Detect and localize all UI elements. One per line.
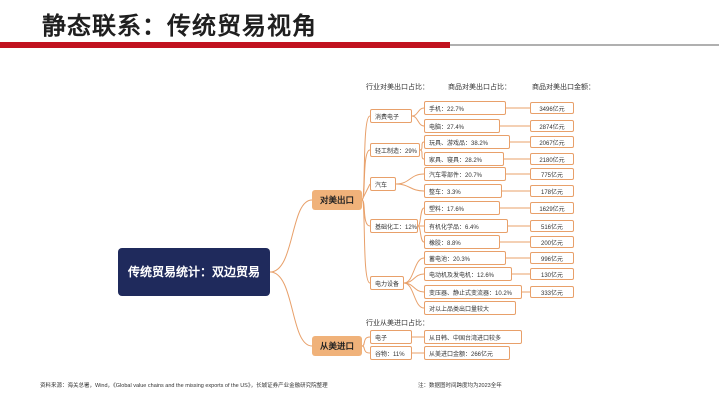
value-cell: 3496亿元 (530, 102, 574, 114)
import-electronics-note: 从日韩、中国台湾进口较多 (424, 330, 522, 344)
industry-electronics: 消费电子 (370, 109, 412, 123)
product-item: 有机化学品：6.4% (424, 219, 508, 233)
industry-auto: 汽车 (370, 177, 396, 191)
value-cell: 130亿元 (530, 268, 574, 280)
product-item: 家具、寝具：28.2% (424, 152, 504, 166)
header-product-share: 商品对美出口占比： (448, 84, 511, 91)
value-cell: 333亿元 (530, 286, 574, 298)
export-branch: 对美出口 (312, 190, 362, 210)
import-grain-note: 从美进口金额：266亿元 (424, 346, 510, 360)
value-cell: 2067亿元 (530, 136, 574, 148)
product-item: 电脑：27.4% (424, 119, 500, 133)
value-cell: 2874亿元 (530, 120, 574, 132)
import-electronics: 电子 (370, 330, 412, 344)
product-item: 变压器、静止式变流器：10.2% (424, 285, 522, 299)
product-item: 汽车零部件：20.7% (424, 167, 506, 181)
footer-source: 资料来源：海关总署，Wind，《Global value chains and … (40, 383, 328, 389)
value-cell: 996亿元 (530, 252, 574, 264)
title-underline (0, 42, 719, 48)
value-cell: 178亿元 (530, 185, 574, 197)
root-node: 传统贸易统计：双边贸易 (118, 248, 270, 296)
product-item: 塑料：17.6% (424, 201, 500, 215)
product-item: 蓄电池：20.3% (424, 251, 506, 265)
product-item: 橡胶：8.8% (424, 235, 500, 249)
value-cell: 775亿元 (530, 168, 574, 180)
product-item: 电动机及发电机：12.6% (424, 267, 512, 281)
page-title: 静态联系：传统贸易视角 (42, 13, 317, 40)
industry-power: 电力设备 (370, 276, 404, 290)
import-grain: 谷物：11% (370, 346, 412, 360)
value-cell: 1629亿元 (530, 202, 574, 214)
power-note: 对以上品类出口量较大 (424, 301, 516, 315)
header-product-value: 商品对美出口金额： (532, 84, 595, 91)
value-cell: 2180亿元 (530, 153, 574, 165)
product-item: 玩具、游戏品：38.2% (424, 135, 510, 149)
industry-light: 轻工制造：29% (370, 143, 420, 157)
footer-note: 注：数据图时间跨度均为2023全年 (418, 383, 502, 389)
import-branch: 从美进口 (312, 336, 362, 356)
header-industry-share: 行业对美出口占比： (366, 84, 429, 91)
value-cell: 200亿元 (530, 236, 574, 248)
product-item: 整车：3.3% (424, 184, 502, 198)
industry-chem: 基础化工：12% (370, 219, 418, 233)
product-item: 手机：22.7% (424, 101, 506, 115)
value-cell: 516亿元 (530, 220, 574, 232)
header-import-share: 行业从美进口占比： (366, 320, 429, 327)
